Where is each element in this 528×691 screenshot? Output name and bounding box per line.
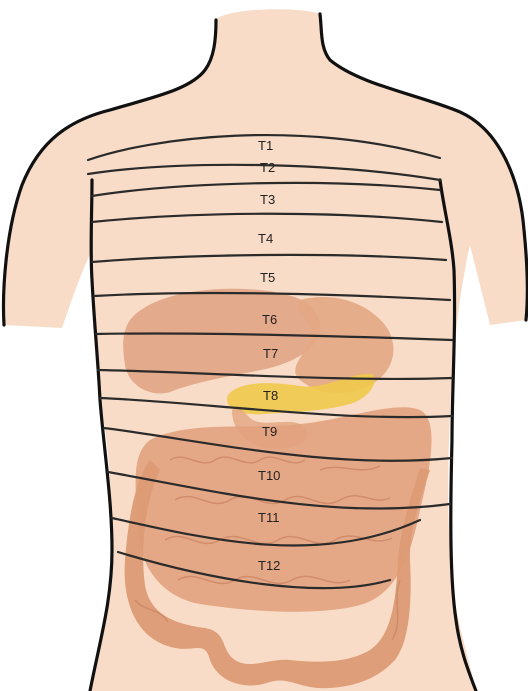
label-t5: T5 bbox=[260, 270, 275, 285]
label-t7: T7 bbox=[263, 346, 278, 361]
label-t12: T12 bbox=[258, 558, 280, 573]
label-t8: T8 bbox=[263, 388, 278, 403]
label-t4: T4 bbox=[258, 231, 273, 246]
label-t2: T2 bbox=[260, 160, 275, 175]
label-t6: T6 bbox=[262, 312, 277, 327]
label-t11: T11 bbox=[258, 510, 279, 525]
label-t1: T1 bbox=[258, 138, 273, 153]
label-t10: T10 bbox=[258, 468, 280, 483]
label-t9: T9 bbox=[262, 424, 277, 439]
label-t3: T3 bbox=[260, 192, 275, 207]
